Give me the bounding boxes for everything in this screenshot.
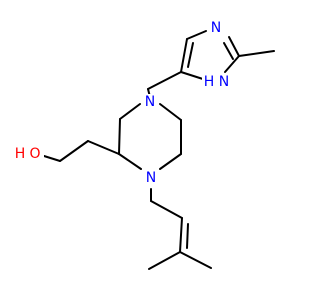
- bond-layer: [43, 30, 275, 270]
- bond-c6-n1-piperazine: [159, 153, 182, 170]
- atom-n4-piperazine-label: N: [145, 94, 155, 110]
- bond-n1-c5-imidazole: [180, 71, 207, 81]
- atom-n-imidazole-top: N: [209, 20, 222, 36]
- bond-ch2-ch: [150, 200, 183, 219]
- bond-c2-ch2a: [87, 140, 120, 155]
- bond-n4-c5-piperazine: [159, 103, 182, 121]
- atom-hydroxyl-h-label: H: [15, 146, 26, 162]
- bond-ch-c-double-inner: [186, 223, 189, 249]
- atom-nh-imidazole-n-label: N: [219, 74, 229, 90]
- atom-hydroxyl: H O: [12, 146, 44, 162]
- bond-c4-n3-imidazole: [186, 30, 207, 40]
- bond-c2-methyl: [238, 50, 275, 57]
- atom-n1-piperazine-label: N: [146, 170, 156, 186]
- bond-c2-n1-piperazine: [118, 153, 142, 170]
- atom-nh-imidazole-h-label: H: [204, 74, 215, 90]
- bond-c5-c4-imidazole-inner: [187, 42, 194, 68]
- bond-c5-ch2: [147, 71, 182, 90]
- bond-ch-c-double-outer: [179, 217, 183, 253]
- atom-n-imidazole-top-label: N: [211, 20, 221, 36]
- bond-ch2b-o: [43, 155, 61, 162]
- bond-c3-c2-piperazine: [118, 118, 121, 155]
- atom-n1-piperazine: N: [144, 170, 158, 186]
- atom-hydroxyl-o-label: O: [29, 146, 40, 162]
- bond-c-methyl-right: [179, 251, 212, 269]
- bond-c2-n1-imidazole: [224, 55, 240, 73]
- molecule-structure: N H N N N H O: [12, 20, 275, 270]
- bond-ch2a-ch2b: [59, 140, 89, 162]
- bond-n4-c3-piperazine: [119, 103, 141, 120]
- bond-c-methyl-left: [148, 251, 181, 270]
- atom-nh-imidazole: H N: [202, 74, 232, 90]
- atom-n4-piperazine: N: [143, 94, 157, 110]
- bond-c5-c4-imidazole: [180, 38, 188, 73]
- atom-layer: N H N N N H O: [12, 20, 232, 186]
- bond-n3-c2-imidazole-inner: [223, 42, 234, 60]
- bond-n3-c2-imidazole: [228, 36, 240, 57]
